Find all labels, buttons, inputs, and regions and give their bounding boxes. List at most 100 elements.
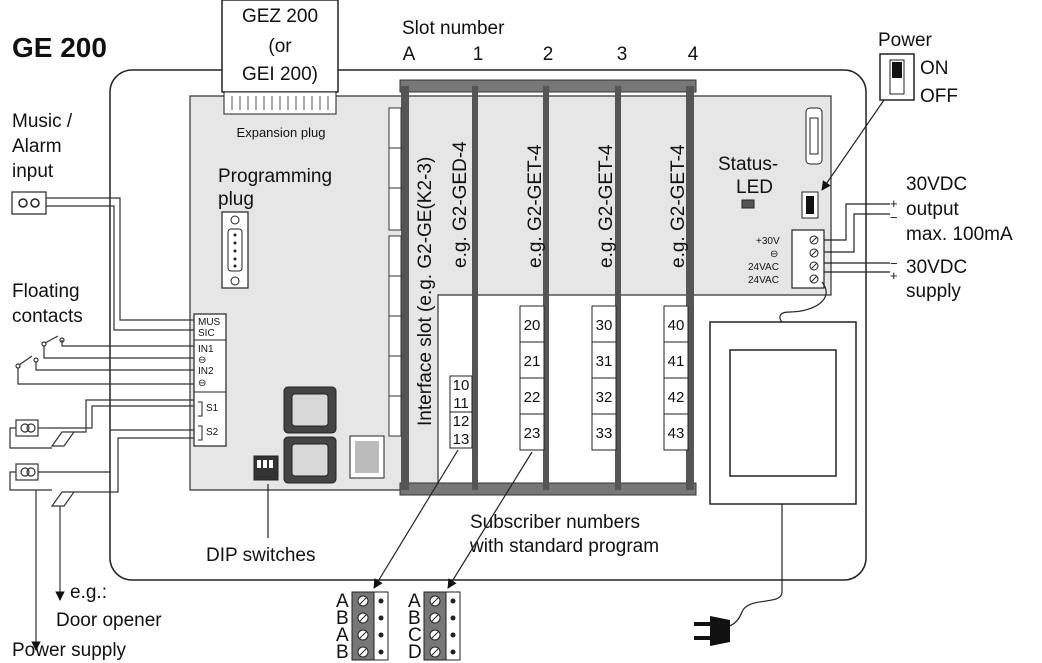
programming-plug-label-2: plug (218, 189, 254, 210)
subscriber-33: 33 (596, 425, 613, 442)
arrow-to-right-connector (447, 451, 533, 589)
terminal-gnd: ⊖ (770, 249, 778, 260)
subscriber-10: 10 (453, 377, 470, 394)
status-led-label-1: Status- (718, 154, 778, 175)
eg-label: e.g.: (70, 582, 107, 603)
terminal-s2: S2 (206, 427, 219, 438)
relay-components (283, 386, 385, 484)
terminal-gnd-1: ⊖ (198, 355, 206, 366)
slot-number-header: Slot number (402, 18, 505, 39)
door-opener-label: Door opener (56, 610, 162, 631)
slot-label-a: A (403, 44, 416, 65)
connector-left-letter-3: A (336, 625, 349, 646)
status-led-label-2: LED (736, 177, 773, 198)
slot-label-2: 2 (543, 44, 554, 65)
interface-slot-connector (388, 107, 402, 437)
output-device-wires (9, 399, 194, 651)
power-switch-icon (879, 53, 915, 101)
floating-contacts-label-1: Floating (12, 281, 80, 302)
interface-slot-label: Interface slot (e.g. G2-GE(K2-3) (415, 157, 436, 426)
subscriber-12: 12 (453, 413, 470, 430)
subscriber-block-slot-1: 10 11 12 13 (449, 375, 473, 449)
supply-minus-sign: − (890, 256, 898, 271)
device-title: GE 200 (12, 32, 107, 63)
connector-right-letter-3: C (408, 625, 422, 646)
connector-left-letter-2: B (336, 608, 349, 629)
board-switch-icon (801, 191, 819, 219)
status-led-icon (741, 199, 755, 209)
power-off-label: OFF (920, 86, 958, 107)
subscriber-13: 13 (453, 431, 470, 448)
music-input-label-3: input (12, 161, 54, 182)
subscriber-block-slot-2: 20 21 22 23 (519, 305, 545, 451)
fuse-icon (805, 107, 823, 165)
slot-label-4: 4 (688, 44, 699, 65)
slot-4-card-label: e.g. G2-GET-4 (668, 144, 689, 268)
connector-left-letter-1: A (336, 591, 349, 612)
programming-plug-connector (221, 211, 249, 289)
expansion-line-1: GEZ 200 (242, 6, 318, 27)
connector-right-letter-1: A (408, 591, 421, 612)
subscriber-caption-2: with standard program (469, 536, 659, 557)
subscriber-30: 30 (596, 317, 613, 334)
subscriber-21: 21 (524, 353, 541, 370)
terminal-mus: MUS (198, 317, 221, 328)
arrow-to-left-connector (373, 449, 459, 589)
expansion-module: GEZ 200 (or GEI 200) Expansion plug (221, 0, 339, 140)
connector-right (423, 591, 461, 661)
slot-label-1: 1 (473, 44, 484, 65)
power-supply-label: Power supply (12, 640, 127, 661)
terminal-in2: IN2 (198, 366, 214, 377)
transformer-cable-top (779, 281, 827, 323)
music-input-jack-icon (11, 191, 47, 215)
mains-plug-icon (694, 616, 730, 646)
expansion-plug-label: Expansion plug (237, 125, 326, 140)
terminal-24vac-1: 24VAC (748, 262, 779, 273)
programming-plug-label-1: Programming (218, 166, 332, 187)
music-input-label-1: Music / (12, 111, 73, 132)
connector-right-letter-2: B (408, 608, 421, 629)
subscriber-32: 32 (596, 389, 613, 406)
subscriber-31: 31 (596, 353, 613, 370)
power-on-label: ON (920, 58, 949, 79)
terminal-plus30v: +30V (756, 236, 780, 247)
subscriber-42: 42 (668, 389, 685, 406)
subscriber-43: 43 (668, 425, 685, 442)
floating-contact-wires (15, 335, 194, 385)
slot-1-card-label: e.g. G2-GED-4 (450, 141, 471, 268)
floating-contacts-label-2: contacts (12, 306, 83, 327)
subscriber-block-slot-3: 30 31 32 33 (591, 305, 617, 451)
left-terminal-block: MUS SIC IN1 ⊖ IN2 ⊖ S1 S2 (193, 313, 227, 447)
subscriber-caption-1: Subscriber numbers (470, 512, 640, 533)
connector-right-letter-4: D (408, 642, 422, 663)
dip-switches-label: DIP switches (206, 545, 315, 566)
expansion-line-2: (or (268, 36, 292, 57)
supply-label-2: supply (906, 281, 961, 302)
output-label-2: output (906, 199, 960, 220)
output-label-3: max. 100mA (906, 224, 1013, 245)
output-plus-sign: + (890, 196, 898, 211)
expansion-line-3: GEI 200) (242, 64, 318, 85)
connector-left (351, 591, 389, 661)
dip-switch-block (253, 455, 279, 481)
slot-2-card-label: e.g. G2-GET-4 (525, 144, 546, 268)
subscriber-block-slot-4: 40 41 42 43 (663, 305, 689, 451)
power-output-wires (824, 203, 890, 273)
output-label-1: 30VDC (906, 174, 967, 195)
terminal-in1: IN1 (198, 344, 214, 355)
subscriber-22: 22 (524, 389, 541, 406)
slot-label-3: 3 (617, 44, 628, 65)
terminal-s1: S1 (206, 403, 219, 414)
subscriber-40: 40 (668, 317, 685, 334)
music-input-wires (46, 197, 194, 331)
slot-3-card-label: e.g. G2-GET-4 (596, 144, 617, 268)
circuit-board (189, 95, 832, 491)
subscriber-20: 20 (524, 317, 541, 334)
subscriber-11: 11 (453, 395, 469, 412)
terminal-24vac-2: 24VAC (748, 275, 779, 286)
supply-label-1: 30VDC (906, 257, 967, 278)
power-terminal-block (791, 229, 825, 289)
music-input-label-2: Alarm (12, 136, 62, 157)
transformer (709, 321, 857, 505)
